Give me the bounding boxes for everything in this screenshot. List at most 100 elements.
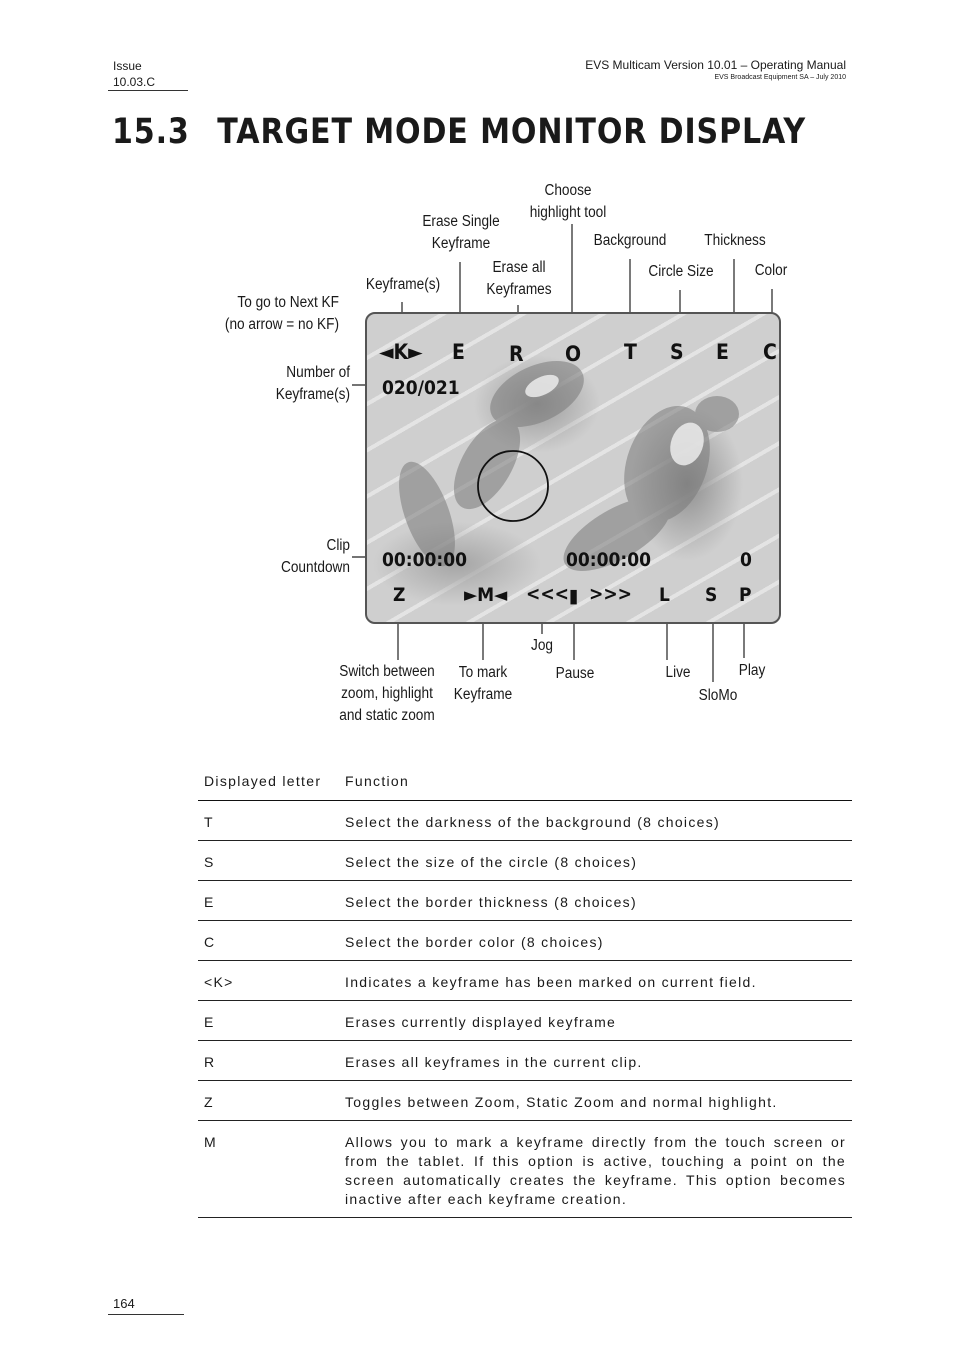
label-erase-single: Erase Single Keyframe — [413, 211, 510, 255]
monitor-letter-s: S — [670, 340, 684, 364]
label-keyframes: Keyframe(s) — [365, 276, 441, 293]
highlight-circle — [477, 450, 549, 522]
label-next-kf: To go to Next KF (no arrow = no KF) — [206, 292, 339, 336]
issue-block: Issue 10.03.C — [113, 58, 155, 90]
table-row: E Select the border thickness (8 choices… — [198, 881, 852, 921]
monitor-letter-o: O — [565, 342, 582, 366]
monitor-letter-r: R — [509, 342, 524, 366]
monitor-letter-t: T — [624, 340, 637, 364]
label-color: Color — [754, 262, 788, 279]
cell-letter: <K> — [204, 974, 234, 990]
label-background: Background — [593, 232, 667, 249]
label-line: Keyframe(s) — [275, 386, 350, 403]
table-row: T Select the darkness of the background … — [198, 801, 852, 841]
label-line: highlight tool — [529, 204, 607, 221]
table-row: M Allows you to mark a keyframe directly… — [198, 1121, 852, 1218]
label-line: Erase all — [492, 259, 546, 276]
cell-letter: S — [204, 854, 215, 870]
table-row: Z Toggles between Zoom, Static Zoom and … — [198, 1081, 852, 1121]
manual-title: EVS Multicam Version 10.01 – Operating M… — [585, 58, 846, 72]
header-function: Function — [345, 773, 410, 789]
section-heading: TARGET MODE MONITOR DISPLAY — [217, 112, 806, 152]
label-line: Number of — [286, 364, 350, 381]
monitor-keyframe-count: 020/021 — [382, 377, 460, 399]
label-line: Switch between — [339, 663, 435, 680]
label-line: and static zoom — [339, 707, 435, 724]
cell-letter: T — [204, 814, 214, 830]
issue-number: 10.03.C — [113, 75, 156, 89]
monitor-timecode-right: 00:00:00 — [566, 549, 652, 571]
label-line: Clip — [326, 537, 350, 554]
label-thickness: Thickness — [704, 232, 766, 249]
table-row: <K> Indicates a keyframe has been marked… — [198, 961, 852, 1001]
table-row: R Erases all keyframes in the current cl… — [198, 1041, 852, 1081]
section-number: 15.3 — [112, 112, 190, 152]
label-line: Countdown — [280, 559, 350, 576]
footer-rule — [108, 1314, 184, 1315]
label-play: Play — [738, 662, 766, 679]
label-live: Live — [665, 664, 691, 681]
monitor-pause: ▮ — [569, 585, 579, 607]
monitor-jog-back: <<< — [526, 583, 569, 605]
table-row: S Select the size of the circle (8 choic… — [198, 841, 852, 881]
cell-function: Erases currently displayed keyframe — [345, 1014, 617, 1030]
cell-function: Toggles between Zoom, Static Zoom and no… — [345, 1094, 778, 1110]
monitor-letter-z: Z — [393, 584, 406, 606]
cell-function: Erases all keyframes in the current clip… — [345, 1054, 643, 1070]
monitor-image — [399, 360, 739, 571]
manual-header: EVS Multicam Version 10.01 – Operating M… — [585, 58, 846, 83]
label-pause: Pause — [555, 665, 595, 682]
cell-letter: Z — [204, 1094, 214, 1110]
issue-label: Issue — [113, 59, 142, 73]
label-line: Keyframes — [486, 281, 552, 298]
header-displayed-letter: Displayed letter — [204, 773, 322, 789]
label-circle-size: Circle Size — [648, 263, 714, 280]
label-line: Erase Single — [422, 213, 500, 230]
cell-letter: E — [204, 894, 215, 910]
table-row: E Erases currently displayed keyframe — [198, 1001, 852, 1041]
monitor-k-indicator: ◄K► — [379, 340, 423, 364]
label-clip-countdown: Clip Countdown — [253, 535, 350, 579]
cell-function: Allows you to mark a keyframe directly f… — [345, 1134, 846, 1207]
function-table: Displayed letter Function T Select the d… — [198, 766, 852, 1218]
label-line: zoom, highlight — [341, 685, 433, 702]
cell-function: Select the border thickness (8 choices) — [345, 894, 637, 910]
monitor-jog-fwd: >>> — [589, 583, 632, 605]
label-switch-zoom: Switch between zoom, highlight and stati… — [330, 661, 444, 727]
label-line: To go to Next KF — [237, 294, 339, 311]
label-choose-highlight: Choose highlight tool — [524, 180, 612, 224]
cell-function: Select the darkness of the background (8… — [345, 814, 720, 830]
label-line: (no arrow = no KF) — [224, 316, 339, 333]
monitor-display: ◄K► E R O T S E C 020/021 00:00:00 00:00… — [365, 312, 781, 624]
table-header: Displayed letter Function — [198, 766, 852, 801]
monitor-timecode-left: 00:00:00 — [382, 549, 468, 571]
label-number-kf: Number of Keyframe(s) — [253, 362, 350, 406]
label-line: Keyframe — [431, 235, 491, 252]
label-slomo: SloMo — [698, 687, 738, 704]
label-line: Choose — [544, 182, 592, 199]
monitor-counter: 0 — [740, 549, 752, 571]
cell-letter: C — [204, 934, 216, 950]
monitor-letter-e: E — [452, 340, 465, 364]
page-number: 164 — [113, 1296, 135, 1311]
cell-letter: E — [204, 1014, 215, 1030]
cell-function: Indicates a keyframe has been marked on … — [345, 974, 757, 990]
company-line: EVS Broadcast Equipment SA – July 2010 — [714, 74, 846, 81]
label-line: To mark — [458, 664, 508, 681]
cell-function: Select the border color (8 choices) — [345, 934, 604, 950]
cell-letter: R — [204, 1054, 216, 1070]
monitor-mark-m: ►M◄ — [464, 584, 508, 606]
cell-letter: M — [204, 1134, 217, 1150]
label-erase-all: Erase all Keyframes — [476, 257, 562, 301]
label-jog: Jog — [531, 637, 553, 654]
monitor-letter-c: C — [763, 340, 777, 364]
monitor-letter-p: P — [739, 584, 752, 606]
monitor-letter-e2: E — [716, 340, 729, 364]
label-to-mark: To mark Keyframe — [445, 662, 521, 706]
cell-function: Select the size of the circle (8 choices… — [345, 854, 638, 870]
table-row: C Select the border color (8 choices) — [198, 921, 852, 961]
monitor-letter-l: L — [659, 584, 670, 606]
section-title: 15.3 TARGET MODE MONITOR DISPLAY — [112, 112, 806, 152]
label-line: Keyframe — [453, 686, 513, 703]
header-rule — [108, 90, 188, 91]
